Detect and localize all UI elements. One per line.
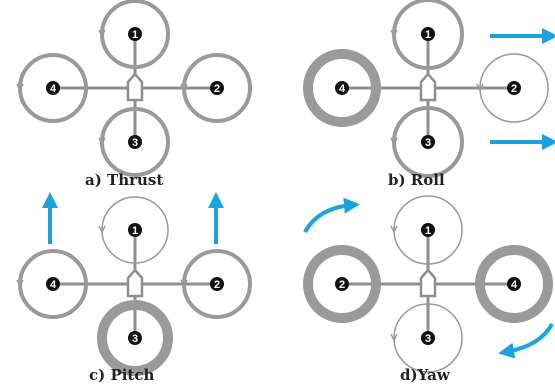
frame-body (419, 72, 437, 102)
motor-hub-1 (421, 223, 435, 237)
motor-label-2: 2 (511, 83, 517, 95)
rotation-tick-icon (98, 137, 106, 146)
rotation-tick-icon (476, 279, 484, 288)
motor-hub-3 (421, 135, 435, 149)
motor-hub-3 (128, 331, 142, 345)
motor-label-3: 3 (132, 333, 138, 345)
motor-hub-4 (507, 277, 521, 291)
rotation-tick-icon (180, 83, 188, 92)
panel-2: 1 2 3 4 (303, 0, 555, 178)
rotation-tick-icon (304, 279, 312, 288)
motor-label-2: 2 (214, 83, 220, 95)
caption-yaw: d)Yaw (400, 366, 450, 384)
motor-hub-4 (335, 81, 349, 95)
motor-hub-3 (421, 331, 435, 345)
caption-pitch: c) Pitch (89, 366, 155, 384)
motion-arrow-curved-clockwise (303, 197, 360, 234)
motor-label-1: 1 (132, 29, 138, 41)
rotor-ring-3 (393, 303, 463, 373)
motor-label-3: 3 (425, 333, 431, 345)
motor-label-3: 3 (132, 137, 138, 149)
motor-hub-2 (210, 277, 224, 291)
motor-hub-4 (46, 81, 60, 95)
motor-hub-2 (335, 277, 349, 291)
caption-roll: b) Roll (388, 171, 445, 189)
rotation-tick-icon (390, 333, 398, 342)
rotor-ring-3 (97, 300, 173, 376)
caption-thrust: a) Thrust (85, 171, 164, 189)
motor-label-3: 3 (425, 137, 431, 149)
motor-label-1: 1 (132, 225, 138, 237)
motor-label-2: 2 (214, 279, 220, 291)
frame-body (126, 72, 144, 102)
frame-body (419, 268, 437, 298)
motor-label-4: 4 (511, 279, 518, 291)
panel-4: 1 4 3 2 (303, 195, 554, 373)
motor-label-1: 1 (425, 29, 431, 41)
rotation-tick-icon (98, 29, 106, 38)
motion-arrow-curved-clockwise (498, 322, 554, 359)
rotor-ring-2 (303, 245, 381, 323)
frame-body (126, 268, 144, 298)
rotor-ring-1 (101, 196, 169, 264)
motor-label-4: 4 (339, 83, 346, 95)
rotor-ring-1 (100, 0, 170, 69)
rotor-ring-4 (18, 53, 88, 123)
motor-hub-1 (421, 27, 435, 41)
rotation-tick-icon (476, 83, 484, 92)
rotor-ring-2 (479, 53, 549, 123)
rotation-tick-icon (304, 83, 312, 92)
rotation-tick-icon (180, 279, 188, 288)
rotor-ring-4 (303, 49, 381, 127)
rotation-tick-icon (98, 225, 106, 234)
rotation-tick-icon (390, 225, 398, 234)
motor-label-4: 4 (50, 83, 57, 95)
motor-label-1: 1 (425, 225, 431, 237)
motor-hub-3 (128, 135, 142, 149)
rotation-tick-icon (390, 29, 398, 38)
motor-hub-2 (507, 81, 521, 95)
motor-label-4: 4 (50, 279, 57, 291)
motor-hub-2 (210, 81, 224, 95)
motor-hub-1 (128, 223, 142, 237)
rotor-ring-1 (392, 0, 464, 70)
rotor-ring-1 (393, 195, 463, 265)
motor-label-2: 2 (339, 279, 345, 291)
motor-hub-4 (46, 277, 60, 291)
rotor-ring-2 (182, 53, 252, 123)
rotor-ring-3 (392, 106, 464, 178)
rotation-tick-icon (16, 279, 24, 288)
rotor-ring-3 (100, 107, 170, 177)
rotation-tick-icon (16, 83, 24, 92)
rotor-ring-4 (475, 245, 553, 323)
rotor-ring-2 (182, 249, 252, 319)
panel-3: 1 2 3 4 (16, 192, 252, 376)
rotation-tick-icon (390, 137, 398, 146)
rotor-ring-4 (18, 249, 88, 319)
rotation-tick-icon (98, 333, 106, 342)
panel-1: 1 2 3 4 (16, 0, 252, 177)
motor-hub-1 (128, 27, 142, 41)
